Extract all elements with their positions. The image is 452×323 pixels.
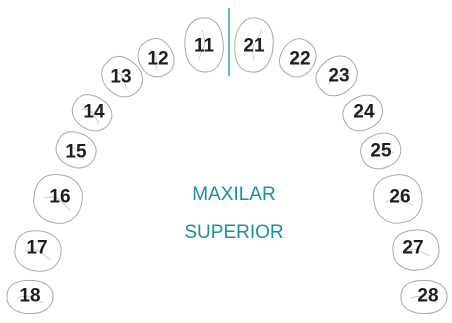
tooth-number-label: 11 <box>194 36 215 57</box>
tooth-number-label: 14 <box>83 102 105 123</box>
tooth-25[interactable]: 25 <box>356 128 406 175</box>
tooth-number-label: 15 <box>65 142 87 163</box>
tooth-number-label: 13 <box>110 67 131 88</box>
tooth-28[interactable]: 28 <box>401 280 447 313</box>
tooth-23[interactable]: 23 <box>309 49 364 104</box>
tooth-17[interactable]: 17 <box>13 229 63 274</box>
tooth-number-label: 17 <box>26 238 47 259</box>
tooth-number-label: 25 <box>370 141 392 162</box>
tooth-11[interactable]: 11 <box>183 17 225 74</box>
tooth-number-label: 27 <box>402 238 423 259</box>
tooth-14[interactable]: 14 <box>67 89 118 137</box>
tooth-number-label: 12 <box>147 49 168 70</box>
arch-label-line2: SUPERIOR <box>184 222 283 243</box>
tooth-number-label: 21 <box>243 36 265 57</box>
tooth-15[interactable]: 15 <box>51 127 101 174</box>
tooth-number-label: 18 <box>19 286 40 307</box>
tooth-24[interactable]: 24 <box>337 89 388 137</box>
tooth-number-label: 22 <box>289 49 310 70</box>
tooth-number-label: 16 <box>49 187 70 208</box>
tooth-number-label: 24 <box>353 102 375 123</box>
tooth-number-label: 23 <box>328 66 349 87</box>
arch-label-line1: MAXILAR <box>192 184 275 205</box>
tooth-22[interactable]: 22 <box>274 33 323 83</box>
tooth-27[interactable]: 27 <box>391 228 441 273</box>
tooth-number-label: 26 <box>389 187 410 208</box>
tooth-21[interactable]: 21 <box>233 17 275 74</box>
tooth-16[interactable]: 16 <box>30 171 86 227</box>
tooth-number-label: 28 <box>417 286 438 307</box>
tooth-26[interactable]: 26 <box>370 171 426 227</box>
tooth-18[interactable]: 18 <box>7 280 53 313</box>
